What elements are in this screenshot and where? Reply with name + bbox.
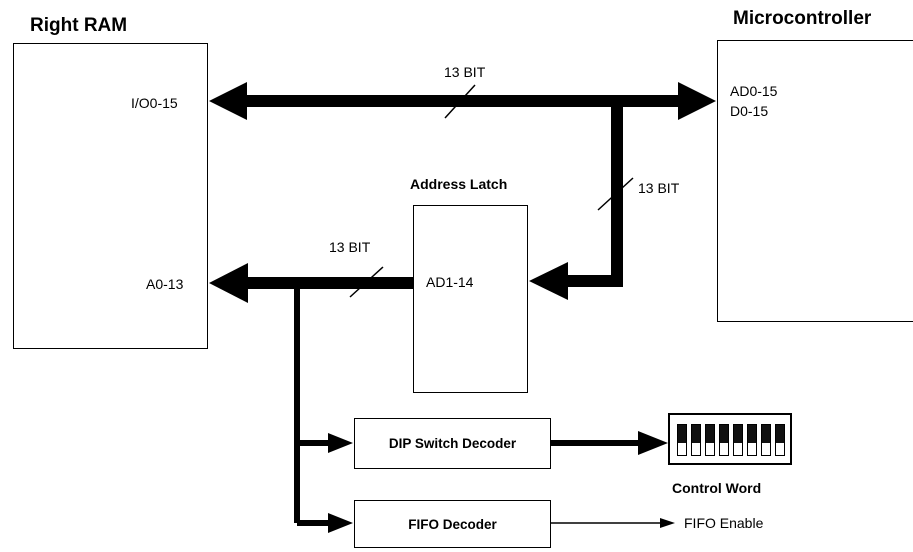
address-latch-block bbox=[413, 205, 528, 393]
address-latch-title: Address Latch bbox=[410, 176, 508, 192]
dip-switch-8 bbox=[775, 424, 785, 456]
top-bus-right-arrowhead bbox=[678, 82, 716, 120]
right-bus-slash bbox=[597, 177, 634, 211]
bus-width-slashes bbox=[349, 84, 634, 298]
fifo-decoder-arrowhead bbox=[328, 513, 353, 533]
dip-switch-3 bbox=[705, 424, 715, 456]
ram-address-port-label: A0-13 bbox=[146, 276, 184, 292]
micro-ad-port-label: AD0-15 bbox=[730, 83, 778, 99]
right-bus-width-label: 13 BIT bbox=[638, 180, 680, 196]
dip-switch-4 bbox=[719, 424, 729, 456]
dip-switch-1 bbox=[677, 424, 687, 456]
right-ram-block bbox=[13, 43, 208, 349]
fifo-decoder-block: FIFO Decoder bbox=[354, 500, 551, 548]
control-word-label: Control Word bbox=[672, 480, 762, 496]
latch-port-label: AD1-14 bbox=[426, 274, 474, 290]
ram-io-port-label: I/O0-15 bbox=[131, 95, 178, 111]
ram-address-arrowhead bbox=[209, 263, 248, 303]
dip-switch-icon bbox=[668, 413, 792, 465]
left-bus-slash bbox=[349, 266, 384, 298]
micro-d-port-label: D0-15 bbox=[730, 103, 769, 119]
top-bus-width-label: 13 BIT bbox=[444, 64, 486, 80]
microcontroller-block bbox=[717, 40, 913, 322]
right-ram-title: Right RAM bbox=[30, 15, 128, 36]
dip-switch-decoder-block: DIP Switch Decoder bbox=[354, 418, 551, 469]
dip-switch-6 bbox=[747, 424, 757, 456]
dip-switch-5 bbox=[733, 424, 743, 456]
dip-switch-decoder-label: DIP Switch Decoder bbox=[388, 436, 517, 451]
control-word-arrowhead bbox=[638, 431, 668, 455]
latch-input-arrowhead bbox=[529, 262, 568, 300]
right-bus bbox=[565, 101, 623, 287]
fifo-enable-arrowhead bbox=[660, 518, 675, 528]
fifo-enable-label: FIFO Enable bbox=[684, 515, 764, 531]
microcontroller-title: Microcontroller bbox=[733, 8, 872, 29]
dip-decoder-arrowhead bbox=[328, 433, 353, 453]
fifo-decoder-label: FIFO Decoder bbox=[408, 516, 497, 532]
bus-lines bbox=[240, 95, 688, 526]
left-bus-width-label: 13 BIT bbox=[329, 239, 371, 255]
dip-switch-2 bbox=[691, 424, 701, 456]
arrowheads bbox=[209, 82, 716, 533]
top-bus-left-arrowhead bbox=[209, 82, 247, 120]
dip-switch-7 bbox=[761, 424, 771, 456]
top-bus-slash bbox=[444, 84, 476, 119]
